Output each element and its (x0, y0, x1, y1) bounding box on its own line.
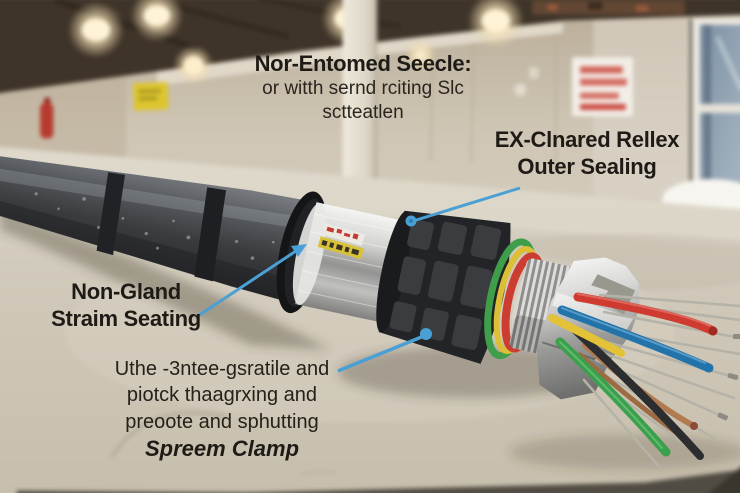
annotation-spring-clamp: Uthe -3ntee-gsratile and piotck thaagrxi… (90, 356, 354, 464)
annotation-top-sub2: sctteatlen (322, 101, 404, 123)
strain-seating-line2: Straim Seating (51, 306, 201, 332)
strain-seating-line1: Non-Gland (71, 279, 181, 304)
red-wire (573, 292, 718, 336)
spec-label (317, 223, 365, 260)
annotation-outer-sealing: EX-Clnared Rellex Outer Sealing (478, 126, 696, 181)
spring-clamp-line2: piotck thaagrxing and (126, 384, 318, 407)
jacket-rings (96, 172, 227, 282)
spring-clamp-line4: Spreem Clamp (144, 436, 300, 462)
annotation-top-heading: Nor-Entomed Seecle: (254, 51, 472, 76)
red-white-sign (571, 57, 633, 117)
yellow-sign (133, 81, 169, 111)
outer-sealing-line2: Outer Sealing (517, 154, 657, 180)
yellow-wire (548, 314, 625, 357)
blue-wire (557, 305, 714, 373)
window (662, 18, 740, 220)
outer-sealing-line1: EX-Clnared Rellex (494, 127, 680, 152)
ribbed-rubber-gland (376, 210, 511, 364)
colored-wires (548, 292, 718, 460)
tread-blocks (389, 219, 502, 350)
black-wire (571, 326, 704, 460)
leader-spring-clamp (337, 328, 432, 373)
annotation-top-sub1: or witth sernd rciting Slc (262, 78, 464, 100)
annotation-strain-seating: Non-Gland Straim Seating (24, 278, 228, 333)
spring-clamp-line3: preoote and sphutting (125, 410, 319, 433)
fire-extinguisher (40, 97, 54, 139)
dot-marker (420, 328, 432, 340)
annotation-top: Nor-Entomed Seecle: or witth sernd rciti… (228, 50, 498, 124)
leader-strain-seating (197, 244, 307, 318)
arrowhead (291, 244, 307, 257)
leader-lines (197, 186, 521, 373)
spring-clamp-line1: Uthe -3ntee-gsratile and (114, 358, 330, 380)
leader-outer-sealing (405, 186, 521, 227)
